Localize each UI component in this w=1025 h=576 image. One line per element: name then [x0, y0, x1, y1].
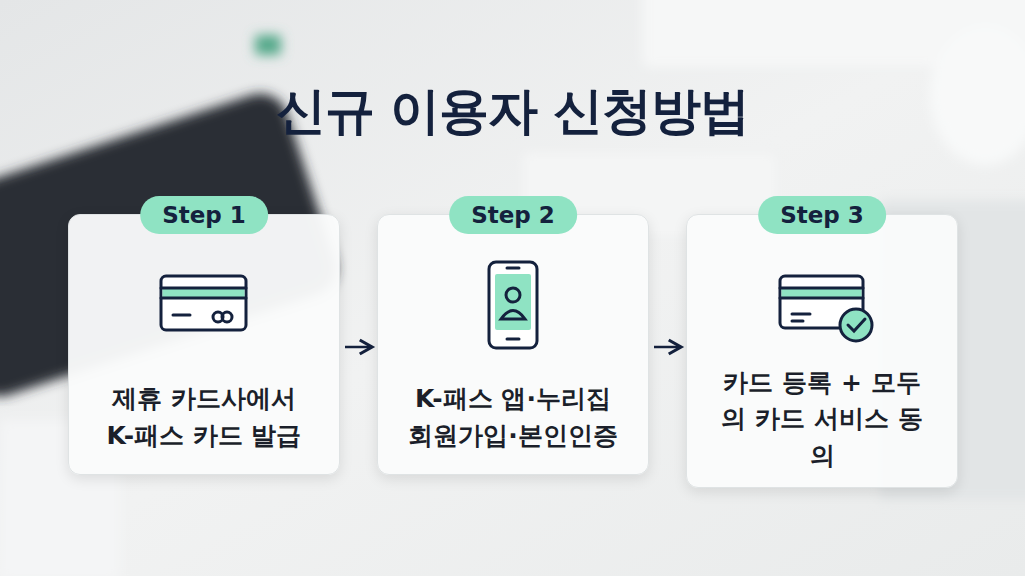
step-text-line: K-패스 앱·누리집 회원가입·본인인증: [406, 381, 621, 454]
flow-arrow: [654, 346, 681, 349]
step-pill: Step 2: [449, 196, 577, 234]
step-pill: Step 1: [140, 196, 268, 234]
step-text: K-패스 앱·누리집 회원가입·본인인증: [388, 381, 638, 454]
step-text-line: 제휴 카드사에서 K-패스 카드 발급: [97, 381, 312, 454]
step-pill: Step 3: [758, 196, 886, 234]
step-text: 카드 등록 + 모두의 카드 서비스 동의: [697, 365, 947, 474]
step-card: Step 3카드 등록 + 모두의 카드 서비스 동의: [686, 214, 958, 488]
step-text: 제휴 카드사에서 K-패스 카드 발급: [79, 381, 329, 454]
step-text-line: 카드 등록 + 모두의 카드 서비스 동의: [715, 365, 930, 474]
step-card: Step 2K-패스 앱·누리집 회원가입·본인인증: [377, 214, 649, 475]
diagram-title: 신규 이용자 신청방법: [0, 78, 1025, 145]
flow-arrow: [345, 346, 372, 349]
step-card: Step 1제휴 카드사에서 K-패스 카드 발급: [68, 214, 340, 475]
